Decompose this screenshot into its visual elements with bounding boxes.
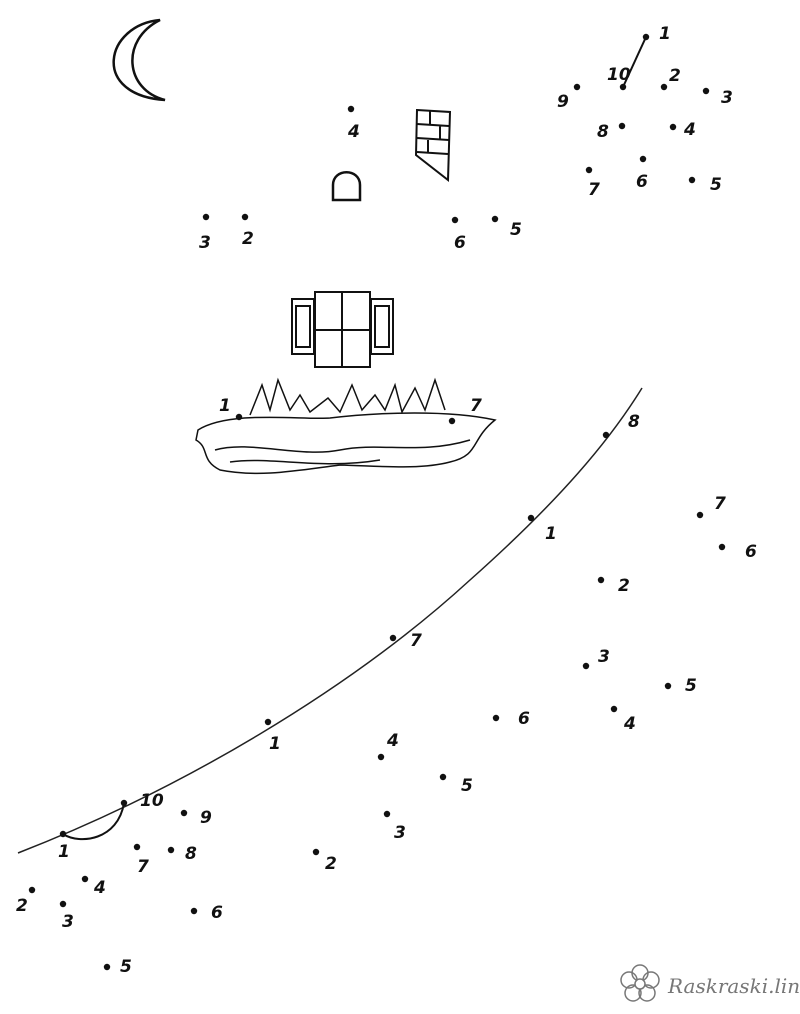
dot-nest [235,413,243,421]
dot-number-label: 3 [598,647,610,667]
dot-left [167,846,175,854]
dot-number-label: 6 [454,233,466,253]
watermark-text: Raskraski.link [667,974,800,998]
dot-number-label: 8 [597,122,609,142]
dot-number-label: 6 [211,903,223,923]
dot-number-label: 1 [269,734,281,754]
dot-right [597,576,605,584]
dot-number-label: 3 [199,233,211,253]
dot-star [585,166,593,174]
dot-number-label: 10 [140,791,164,811]
dot-star [618,122,626,130]
dot-number-label: 5 [510,220,522,240]
dot-middle [383,810,391,818]
dot-star [639,155,647,163]
dot-branch [389,634,397,642]
nest-icon [195,377,497,475]
window-icon [291,291,394,368]
dot-number-label: 7 [137,857,149,877]
dot-house [347,105,355,113]
dot-number-label: 4 [347,122,360,142]
arc-line [62,802,125,841]
star-line [622,36,647,88]
dot-number-label: 8 [628,412,640,432]
dot-branch [602,431,610,439]
dot-number-label: 7 [470,396,482,416]
dot-middle [312,848,320,856]
dot-number-label: 9 [200,808,212,828]
dot-left [190,907,198,915]
dot-left [103,963,111,971]
dot-number-label: 7 [714,494,726,514]
dot-number-label: 6 [518,709,530,729]
dot-right [696,511,704,519]
chimney-icon [414,108,452,183]
dot-middle [439,773,447,781]
dot-right [664,682,672,690]
dot-number-label: 6 [636,172,648,192]
dot-middle [377,753,385,761]
dot-number-label: 7 [410,631,422,651]
dot-number-label: 2 [242,229,254,249]
dot-number-label: 10 [607,65,631,85]
dot-star [619,83,627,91]
dot-star [688,176,696,184]
dot-right [610,705,618,713]
dot-left [180,809,188,817]
dot-number-label: 9 [557,92,569,112]
moon-icon [112,18,166,102]
dot-right [718,543,726,551]
dot-number-label: 5 [461,776,473,796]
dot-branch [59,830,67,838]
dot-number-label: 2 [325,854,337,874]
dot-number-label: 5 [120,957,132,977]
dot-left [28,886,36,894]
dot-branch [527,514,535,522]
dot-branch [264,718,272,726]
dot-number-label: 2 [618,576,630,596]
dot-number-label: 4 [623,714,636,734]
dot-number-label: 3 [721,88,733,108]
branch-line [17,387,643,854]
dot-number-label: 1 [659,24,671,44]
dot-number-label: 7 [588,180,600,200]
dot-star [642,33,650,41]
dot-house [491,215,499,223]
dot-house [451,216,459,224]
dot-number-label: 2 [16,896,28,916]
dot-star [660,83,668,91]
dot-number-label: 3 [62,912,74,932]
dot-right [492,714,500,722]
dot-number-label: 8 [185,844,197,864]
dot-number-label: 5 [685,676,697,696]
dot-left [81,875,89,883]
dot-number-label: 5 [710,175,722,195]
door-icon [331,171,362,202]
dot-branch [120,799,128,807]
dot-star [573,83,581,91]
dot-number-label: 4 [386,731,399,751]
dot-star [702,87,710,95]
dot-house [241,213,249,221]
dot-star [669,123,677,131]
watermark: Raskraski.link [620,964,800,1002]
dot-right [582,662,590,670]
dot-house [202,213,210,221]
dot-number-label: 1 [545,524,557,544]
dot-number-label: 3 [394,823,406,843]
dot-number-label: 4 [93,878,106,898]
dot-number-label: 1 [219,396,231,416]
dot-left [59,900,67,908]
dot-number-label: 2 [669,66,681,86]
dot-nest [448,417,456,425]
dot-number-label: 6 [745,542,757,562]
flower-icon [620,964,660,1002]
dot-number-label: 1 [58,842,70,862]
dot-left [133,843,141,851]
dot-number-label: 4 [683,120,696,140]
